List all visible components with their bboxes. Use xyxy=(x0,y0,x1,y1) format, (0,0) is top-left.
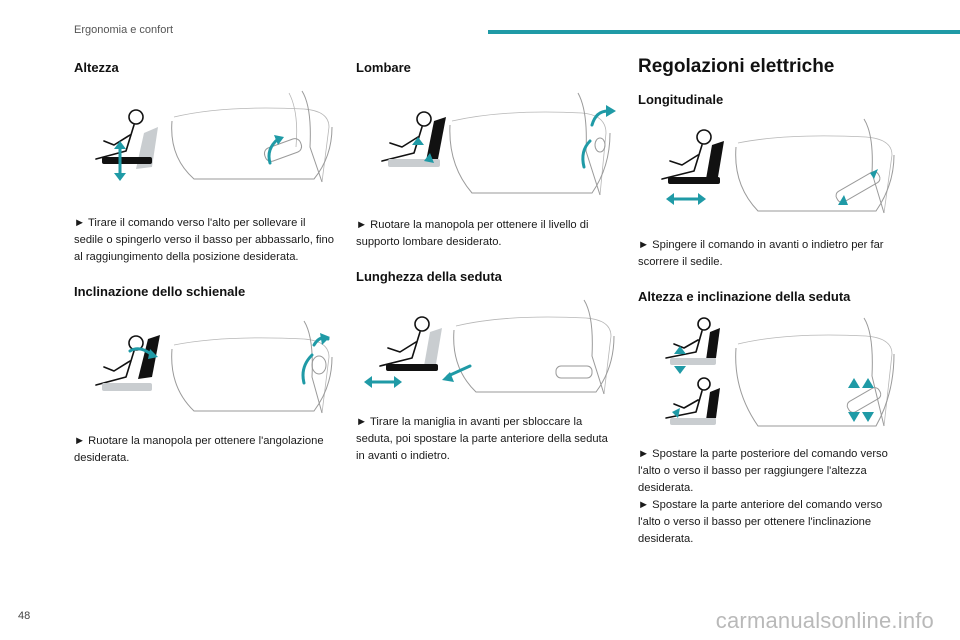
heading-lombare: Lombare xyxy=(356,60,411,75)
figure-altezza xyxy=(95,90,333,183)
figure-lombare xyxy=(381,92,616,196)
figure-inclinazione-schienale xyxy=(95,320,333,414)
text-inclinazione-schienale: ► Ruotare la manopola per ottenere l'ang… xyxy=(74,435,324,464)
figure-lunghezza-seduta xyxy=(364,299,615,395)
text-inclinazione-seduta: ► Spostare la parte anteriore del comand… xyxy=(638,499,883,545)
watermark: carmanualsonline.info xyxy=(715,608,934,633)
page-number: 48 xyxy=(18,610,31,622)
column-3: Regolazioni elettriche Longitudinale ► S… xyxy=(638,56,900,548)
text-lunghezza-seduta: ► Tirare la maniglia in avanti per sbloc… xyxy=(356,416,608,462)
section-title: Ergonomia e confort xyxy=(74,24,174,36)
heading-regolazioni-elettriche: Regolazioni elettriche xyxy=(638,56,835,77)
heading-altezza-inclinazione-seduta: Altezza e inclinazione della seduta xyxy=(638,289,851,304)
column-1: Altezza ► Tirare il comando verso l'alto… xyxy=(74,56,336,467)
heading-lunghezza-seduta: Lunghezza della seduta xyxy=(356,269,502,284)
heading-longitudinale: Longitudinale xyxy=(638,92,724,107)
text-altezza: ► Tirare il comando verso l'alto per sol… xyxy=(74,217,334,263)
heading-inclinazione-schienale: Inclinazione dello schienale xyxy=(74,284,246,299)
figure-altezza-inclinazione-seduta xyxy=(665,317,895,427)
heading-altezza: Altezza xyxy=(74,60,119,75)
text-longitudinale: ► Spingere il comando in avanti o indiet… xyxy=(638,239,884,268)
figure-longitudinale xyxy=(661,118,895,214)
text-lombare: ► Ruotare la manopola per ottenere il li… xyxy=(356,219,589,248)
text-altezza-seduta: ► Spostare la parte posteriore del coman… xyxy=(638,448,888,494)
column-2: Lombare ► Ruotare la manopola per ottene… xyxy=(356,56,618,465)
header-accent-bar xyxy=(488,30,960,34)
